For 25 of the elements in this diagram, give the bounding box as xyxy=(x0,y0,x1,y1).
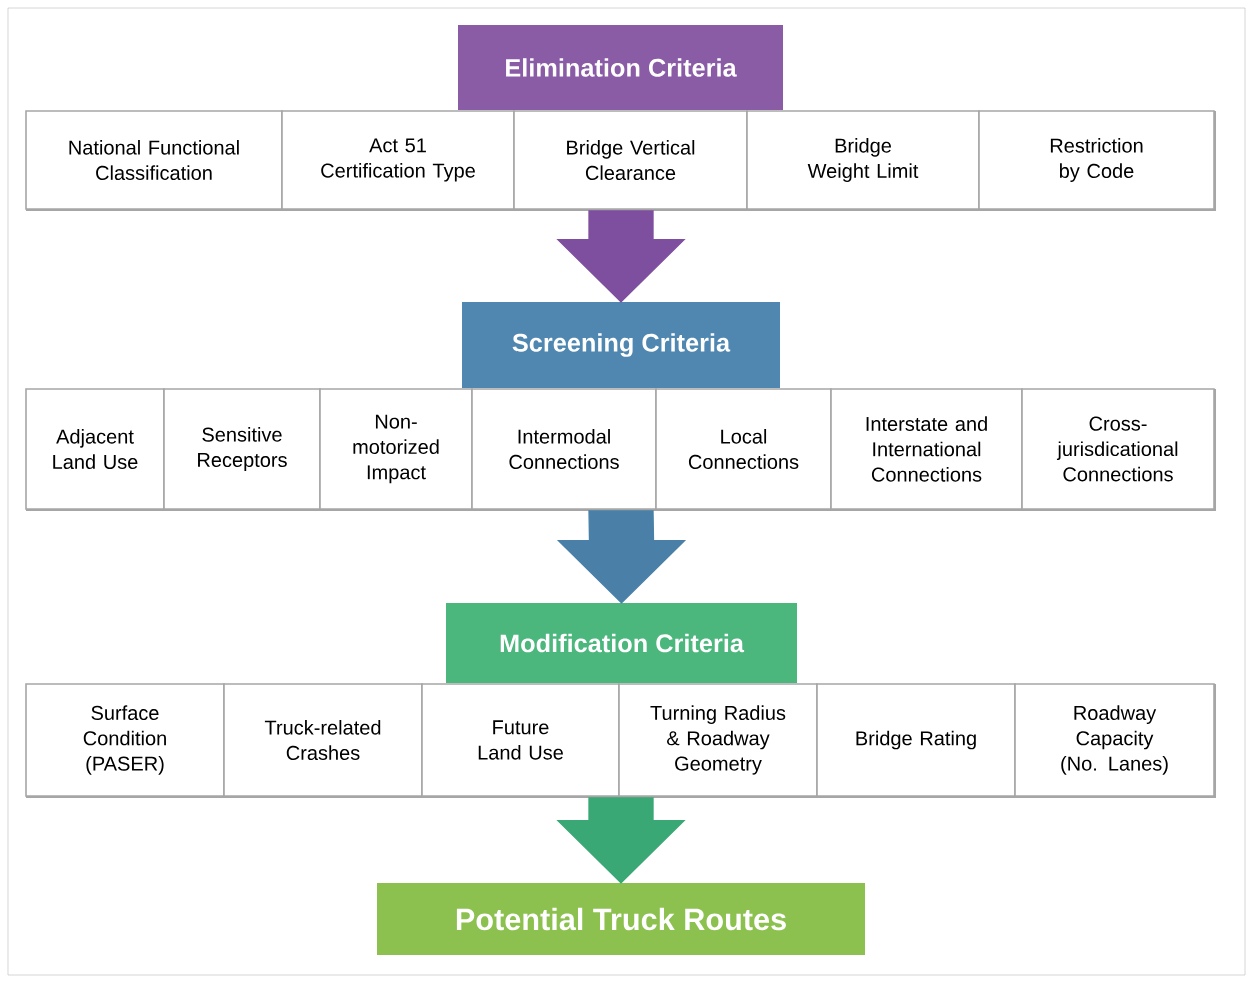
criterion-box: Truck-related Crashes xyxy=(223,683,423,797)
criterion-box: Adjacent Land Use xyxy=(25,388,165,510)
criterion-box: Bridge Rating xyxy=(816,683,1016,797)
criterion-box: Local Connections xyxy=(655,388,832,510)
criterion-box: Intermodal Connections xyxy=(471,388,657,510)
criterion-box: Restriction by Code xyxy=(978,110,1215,210)
criterion-box: Interstate and International Connections xyxy=(830,388,1023,510)
criterion-box: Non-motorized Impact xyxy=(319,388,473,510)
header-box: Screening Criteria xyxy=(462,302,780,388)
criterion-box: Turning Radius & Roadway Geometry xyxy=(618,683,818,797)
criterion-box: Roadway Capacity (No. Lanes) xyxy=(1014,683,1215,797)
header-box: Modification Criteria xyxy=(446,603,797,683)
criterion-box: Cross-jurisdicational Connections xyxy=(1021,388,1215,510)
block-arrow xyxy=(556,210,686,303)
criterion-box: Bridge Weight Limit xyxy=(746,110,980,210)
header-box: Elimination Criteria xyxy=(458,25,783,110)
criterion-box: Surface Condition (PASER) xyxy=(25,683,225,797)
criterion-box: Bridge Vertical Clearance xyxy=(513,110,748,210)
block-arrow xyxy=(556,797,686,884)
block-arrow xyxy=(556,510,687,604)
criterion-box: Future Land Use xyxy=(421,683,620,797)
header-box: Potential Truck Routes xyxy=(377,883,865,955)
criterion-box: National Functional Classification xyxy=(25,110,283,210)
criterion-box: Act 51 Certification Type xyxy=(281,110,515,210)
criterion-box: Sensitive Receptors xyxy=(163,388,321,510)
